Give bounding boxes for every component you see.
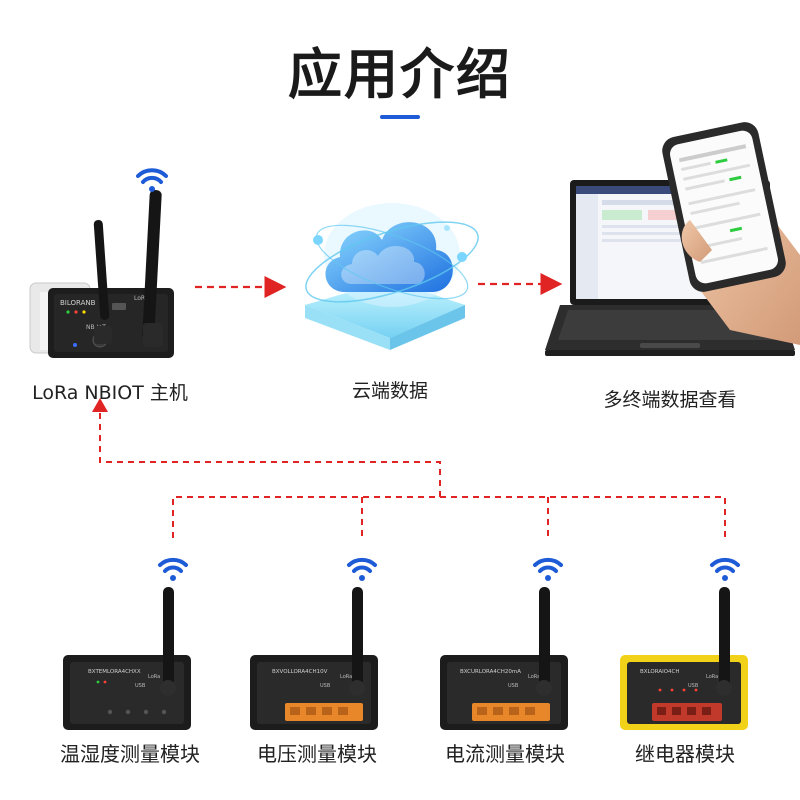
module-ant-label: LoRa: [148, 674, 160, 680]
host-ant-label: LoRa: [134, 295, 149, 302]
module-port-label: USB: [508, 683, 519, 689]
module-model: BXTEMLORA4CHXX: [88, 669, 141, 675]
module-model: BXLORAIO4CH: [640, 669, 680, 675]
module-model: BXCURLORA4CH20mA: [460, 669, 521, 675]
module-port-label: USB: [135, 683, 146, 689]
module-label-relay: 继电器模块: [635, 742, 735, 766]
title-underline: [380, 115, 420, 119]
module-port-label: USB: [688, 683, 699, 689]
wifi-signal-icon: [533, 557, 563, 581]
cloud-icon: [305, 203, 479, 350]
arrow-up-icon: [92, 398, 108, 412]
module-voltage: BXVOLLORA4CH10V USB LoRa: [250, 587, 378, 730]
module-temperature-humidity: BXTEMLORA4CHXX USB LoRa: [63, 587, 191, 730]
page-title: 应用介绍: [288, 43, 512, 106]
wifi-signal-icon: [158, 557, 188, 581]
wifi-signal-icon: [710, 557, 740, 581]
module-port-label: USB: [320, 683, 331, 689]
module-ant-label: LoRa: [528, 674, 540, 680]
module-label-current: 电流测量模块: [445, 742, 565, 766]
module-label-temperature: 温湿度测量模块: [60, 742, 200, 766]
host-antennas: [93, 190, 163, 347]
smartphone-icon: [662, 122, 800, 345]
module-current: BXCURLORA4CH20mA USB LoRa: [440, 587, 568, 730]
module-label-voltage: 电压测量模块: [257, 742, 377, 766]
data-link-lines: [99, 410, 726, 538]
wifi-signal-icon: [136, 168, 168, 192]
wifi-signal-icon: [347, 557, 377, 581]
module-ant-label: LoRa: [340, 674, 352, 680]
terminal-label: 多终端数据查看: [603, 389, 737, 411]
host-label: LoRa NBIOT 主机: [32, 382, 188, 404]
module-model: BXVOLLORA4CH10V: [272, 669, 328, 675]
module-ant-label: LoRa: [706, 674, 718, 680]
module-relay: BXLORAIO4CH USB LoRa: [620, 587, 748, 730]
cloud-label: 云端数据: [351, 380, 428, 402]
host-brand: BILORANB: [60, 299, 96, 307]
